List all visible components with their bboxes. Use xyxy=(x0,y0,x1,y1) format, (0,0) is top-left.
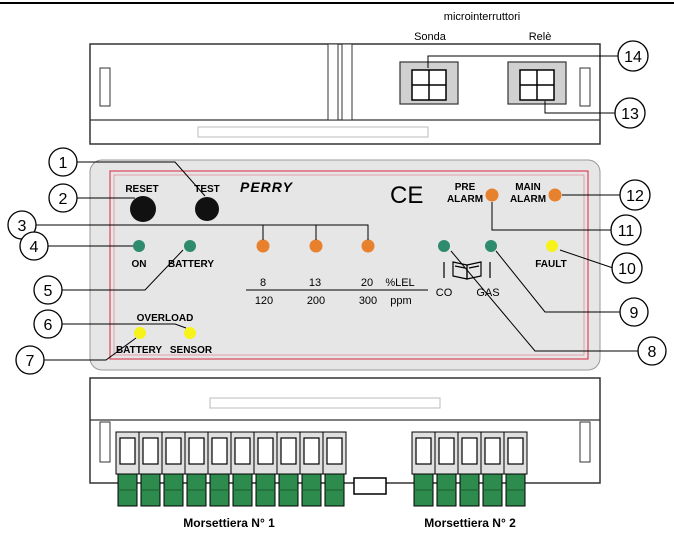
ce-mark: CE xyxy=(390,182,423,209)
terminal xyxy=(253,431,278,507)
gas-led xyxy=(485,240,497,252)
fault-led xyxy=(546,240,558,252)
gas-label: GAS xyxy=(476,287,499,299)
callout-leaders xyxy=(36,55,638,361)
co-led xyxy=(438,240,450,252)
probe-microswitch xyxy=(399,61,459,105)
terminal xyxy=(138,431,163,507)
terminal-block-2-label: Morsettiera N° 2 xyxy=(424,516,516,530)
terminal xyxy=(230,431,255,507)
level-led-2 xyxy=(309,239,323,253)
scale-top-value-1: 8 xyxy=(260,277,266,289)
terminal xyxy=(299,431,324,507)
terminal xyxy=(207,431,232,507)
callout-number: 9 xyxy=(630,305,639,322)
overload-battery-led xyxy=(134,327,146,339)
callout-number: 2 xyxy=(59,191,68,208)
callout-1: 1 xyxy=(48,147,78,177)
probe-label: Sonda xyxy=(414,31,447,43)
test-label: TEST xyxy=(194,184,220,195)
on-led xyxy=(133,240,145,252)
terminal xyxy=(411,431,436,507)
relay-label: Relè xyxy=(529,31,552,43)
terminal xyxy=(480,431,505,507)
level-led-1 xyxy=(256,239,270,253)
on-label: ON xyxy=(132,259,147,270)
terminal xyxy=(503,431,528,507)
brand-logo: PERRY xyxy=(240,179,294,195)
callout-11: 11 xyxy=(610,214,642,246)
scale-top-value-2: 13 xyxy=(309,277,321,289)
terminal xyxy=(434,431,459,507)
overload-sensor-led xyxy=(184,327,196,339)
callout-number: 1 xyxy=(59,155,68,172)
scale-bottom-value-1: 120 xyxy=(255,295,273,307)
callout-number: 8 xyxy=(648,344,657,361)
scale-top-value-3: 20 xyxy=(361,277,373,289)
co-label: CO xyxy=(436,287,453,299)
terminal xyxy=(161,431,186,507)
callout-12: 12 xyxy=(619,179,651,211)
relay-microswitch xyxy=(507,61,567,105)
callout-14: 14 xyxy=(617,40,649,72)
fault-label: FAULT xyxy=(535,259,566,270)
battery-label: BATTERY xyxy=(168,259,214,270)
callout-number: 4 xyxy=(30,239,39,256)
scale-bottom-value-2: 200 xyxy=(307,295,325,307)
terminal-block-1 xyxy=(115,431,347,507)
callout-7: 7 xyxy=(15,345,45,375)
overload-battery-label: BATTERY xyxy=(116,345,162,356)
callout-4: 4 xyxy=(19,231,49,261)
reset-button[interactable] xyxy=(130,196,156,222)
overload-sensor-label: SENSOR xyxy=(170,345,213,356)
main-alarm-label-line2: ALARM xyxy=(510,194,546,205)
terminal-block-1-label: Morsettiera N° 1 xyxy=(183,516,275,530)
terminal xyxy=(115,431,140,507)
callout-6: 6 xyxy=(33,309,63,339)
callout-number: 5 xyxy=(44,283,53,300)
callout-number: 10 xyxy=(618,261,636,278)
pre-alarm-label-line2: ALARM xyxy=(447,194,483,205)
callout-13: 13 xyxy=(614,97,646,129)
callout-number: 11 xyxy=(618,223,635,240)
callout-number: 12 xyxy=(626,188,644,205)
battery-led xyxy=(184,240,196,252)
main-alarm-led xyxy=(548,188,562,202)
callout-number: 14 xyxy=(624,49,642,66)
terminal xyxy=(322,431,347,507)
callout-5: 5 xyxy=(33,275,63,305)
callout-number: 6 xyxy=(44,317,53,334)
terminal-block-2 xyxy=(411,431,528,507)
callout-number: 7 xyxy=(26,353,35,370)
terminal xyxy=(276,431,301,507)
level-led-3 xyxy=(361,239,375,253)
callout-2: 2 xyxy=(48,183,78,213)
scale-top-unit: %LEL xyxy=(385,277,414,289)
microswitches-label: microinterruttori xyxy=(444,11,520,23)
main-alarm-label-line1: MAIN xyxy=(515,182,541,193)
callout-8: 8 xyxy=(637,336,667,366)
terminal xyxy=(184,431,209,507)
terminal xyxy=(457,431,482,507)
scale-bottom-unit: ppm xyxy=(390,295,411,307)
callout-9: 9 xyxy=(619,297,649,327)
scale-bottom-value-3: 300 xyxy=(359,295,377,307)
test-button[interactable] xyxy=(195,197,219,221)
overload-label: OVERLOAD xyxy=(137,313,194,324)
pre-alarm-led xyxy=(485,188,499,202)
reset-label: RESET xyxy=(125,184,158,195)
pre-alarm-label-line1: PRE xyxy=(455,182,476,193)
callout-number: 13 xyxy=(621,106,639,123)
callout-10: 10 xyxy=(611,252,643,284)
callout-number: 3 xyxy=(18,218,27,235)
